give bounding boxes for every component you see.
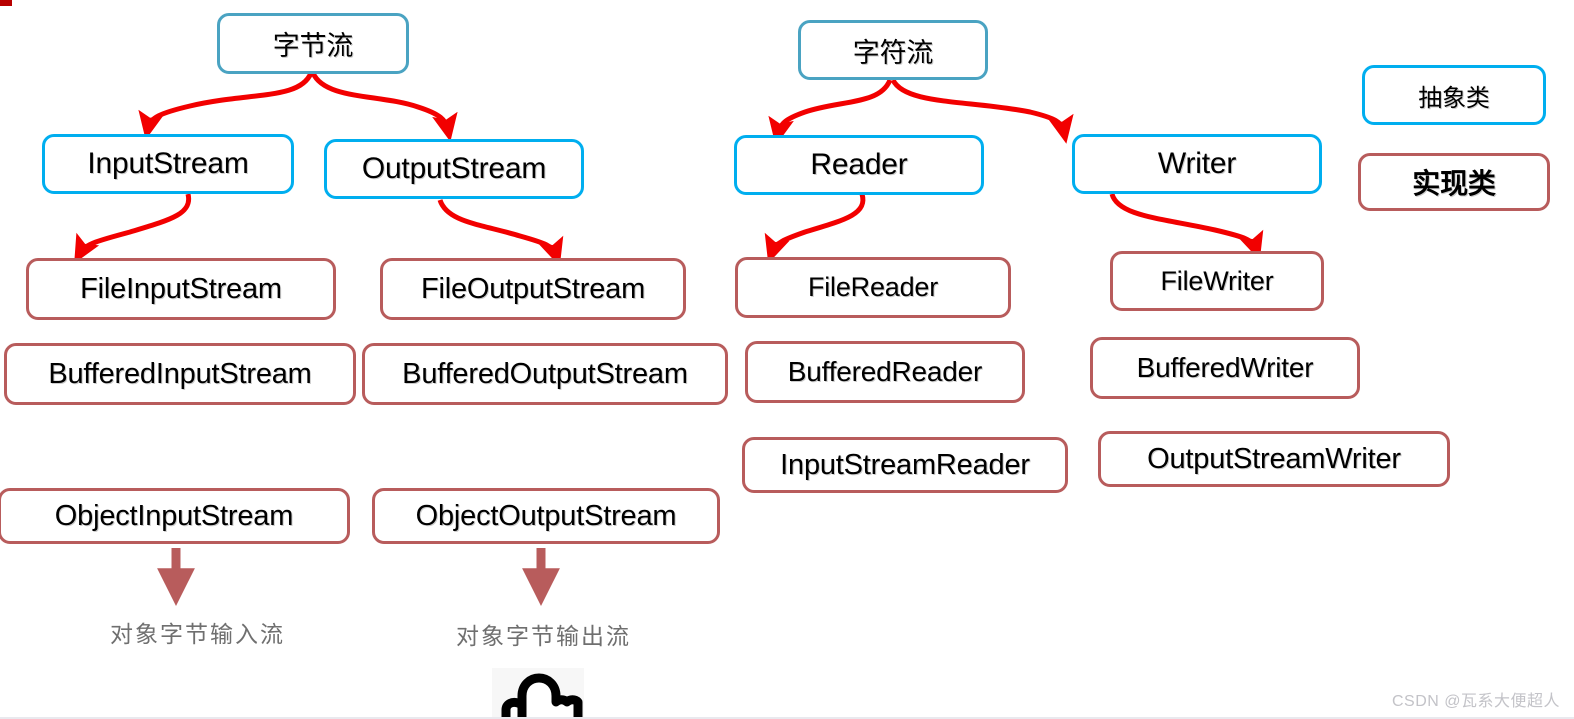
arrow-charstream-to-writer: [890, 78, 1074, 144]
node-reader[interactable]: Reader: [734, 135, 984, 195]
arrow-bytestream-to-outputstream: [310, 71, 458, 142]
node-file-reader[interactable]: FileReader: [735, 257, 1011, 318]
arrow-inputstream-to-fileinputstream: [74, 193, 192, 264]
node-buffered-writer[interactable]: BufferedWriter: [1090, 337, 1360, 399]
node-output-stream[interactable]: OutputStream: [324, 139, 584, 199]
node-char-stream[interactable]: 字符流: [798, 20, 988, 80]
label-object-input-stream-cn: 对象字节输入流: [110, 622, 285, 648]
csdn-watermark: CSDN @瓦系大便超人: [1391, 693, 1560, 710]
node-input-stream[interactable]: InputStream: [42, 134, 294, 194]
node-buffered-output-stream[interactable]: BufferedOutputStream: [362, 343, 728, 405]
node-file-output-stream[interactable]: FileOutputStream: [380, 258, 686, 320]
node-object-input-stream[interactable]: ObjectInputStream: [0, 488, 350, 544]
legend-impl-class: 实现类: [1358, 153, 1550, 211]
node-byte-stream[interactable]: 字节流: [217, 13, 409, 74]
node-buffered-input-stream[interactable]: BufferedInputStream: [4, 343, 356, 405]
node-file-input-stream[interactable]: FileInputStream: [26, 258, 336, 320]
node-writer[interactable]: Writer: [1072, 134, 1322, 194]
node-output-stream-writer[interactable]: OutputStreamWriter: [1098, 431, 1450, 487]
arrow-bytestream-to-inputstream: [138, 71, 314, 140]
node-object-output-stream[interactable]: ObjectOutputStream: [372, 488, 720, 544]
arrow-outputstream-to-fileoutputstream: [437, 198, 564, 267]
label-object-output-stream-cn: 对象字节输出流: [456, 624, 631, 650]
pointing-hand-cursor: [492, 668, 584, 719]
arrow-writer-to-filewriter: [1109, 193, 1264, 261]
node-input-stream-reader[interactable]: InputStreamReader: [742, 437, 1068, 493]
arrow-charstream-to-reader: [768, 78, 893, 146]
node-buffered-reader[interactable]: BufferedReader: [745, 341, 1025, 403]
bottom-divider: [0, 717, 1574, 719]
corner-marker: [0, 0, 12, 6]
legend-abstract-class: 抽象类: [1362, 65, 1546, 125]
node-file-writer[interactable]: FileWriter: [1110, 251, 1324, 311]
arrow-reader-to-filereader: [764, 193, 866, 264]
